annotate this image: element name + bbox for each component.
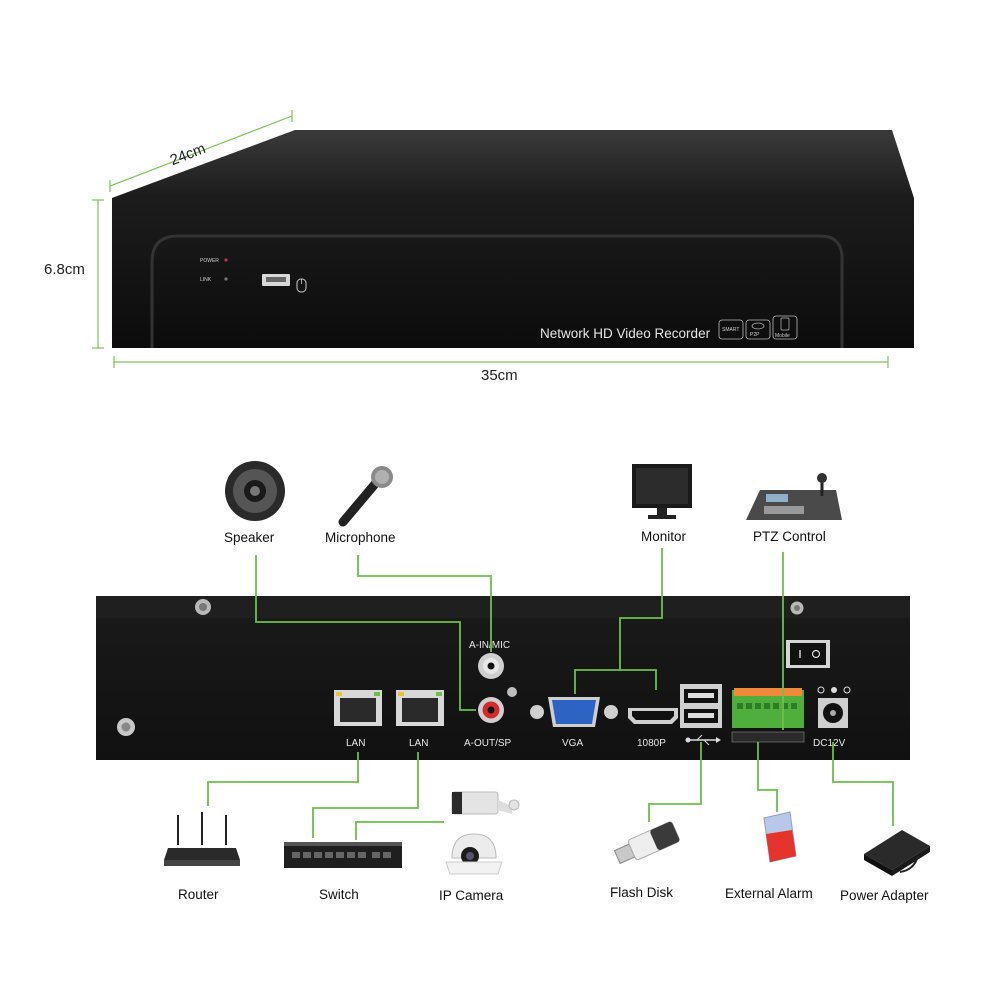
switch-wire (312, 752, 419, 838)
router-wire (207, 752, 359, 806)
audio-out-label: A-OUT/SP (464, 738, 512, 749)
ground-screw-icon (507, 687, 517, 697)
usb-ports[interactable] (680, 684, 722, 728)
vga-port[interactable] (530, 697, 618, 727)
dc-power-jack[interactable] (818, 698, 848, 728)
chassis-top (112, 130, 914, 198)
p2p-badge: P2P (745, 319, 771, 340)
hdmi-port[interactable] (628, 708, 678, 724)
dc-label: DC12V (813, 738, 846, 749)
bullet-camera-icon (451, 791, 520, 815)
external-alarm-label: External Alarm (725, 886, 813, 901)
lan-port-2[interactable] (396, 690, 444, 726)
vga-label: VGA (562, 738, 583, 749)
connection-wires (207, 548, 894, 840)
flash-disk-wire (648, 742, 702, 822)
phone-icon (780, 317, 790, 331)
front-usb-port-icon (262, 274, 290, 286)
audio-in-jack[interactable] (478, 653, 504, 679)
back-panel: LAN LAN A-IN/MIC A-OUT/SP VGA 1080P (96, 596, 910, 760)
camera-wire (355, 821, 444, 840)
switch-label: Switch (319, 887, 359, 902)
cloud-icon (751, 322, 765, 330)
power-led-label: POWER (200, 258, 219, 264)
router-label: Router (178, 887, 219, 902)
ptz-label: PTZ Control (753, 529, 826, 544)
speaker-icon (225, 461, 285, 521)
lan-port-2-label: LAN (409, 738, 428, 749)
svg-text:SMART: SMART (722, 327, 739, 333)
alarm-terminal-block[interactable] (731, 688, 805, 743)
front-panel-title: Network HD Video Recorder (540, 326, 711, 341)
front-bezel (150, 234, 844, 348)
dome-camera-icon (445, 833, 503, 875)
monitor-label: Monitor (641, 529, 687, 544)
router-icon (164, 812, 240, 866)
microphone-wire (357, 555, 492, 652)
microphone-icon (338, 466, 393, 527)
back-top-lip (96, 596, 910, 618)
network-switch-icon (284, 842, 402, 868)
ip-camera-label: IP Camera (439, 888, 504, 903)
lan-port-1[interactable] (334, 690, 382, 726)
smart-badge: SMART (718, 319, 744, 340)
width-dimension: 35cm (113, 356, 889, 384)
power-led-icon (224, 258, 228, 262)
speaker-label: Speaker (224, 530, 275, 545)
power-adapter-label: Power Adapter (840, 888, 929, 903)
link-led-icon (224, 277, 228, 281)
screw-icon (195, 599, 211, 615)
dc-polarity-icon (817, 686, 851, 694)
svg-text:P2P: P2P (750, 332, 760, 338)
audio-out-jack[interactable] (478, 697, 504, 723)
microphone-label: Microphone (325, 530, 396, 545)
screw-icon (790, 601, 804, 615)
lan-port-1-label: LAN (346, 738, 365, 749)
front-view: POWER LINK Network HD Video Recorder SMA… (44, 110, 914, 384)
audio-in-label: A-IN/MIC (469, 640, 510, 651)
speaker-wire (255, 555, 476, 711)
height-label: 6.8cm (44, 261, 85, 278)
monitor-hdmi-wire (620, 669, 657, 690)
screw-icon (117, 718, 135, 736)
link-led-label: LINK (200, 277, 212, 283)
power-switch[interactable] (786, 640, 830, 668)
ptz-controller-icon (746, 473, 842, 520)
flash-disk-label: Flash Disk (610, 885, 673, 900)
hdmi-label: 1080P (637, 738, 666, 749)
chassis-front (112, 198, 914, 348)
height-dimension: 6.8cm (44, 199, 104, 349)
mouse-icon (296, 278, 307, 293)
mobile-badge: Mobile (772, 315, 798, 340)
monitor-wire (574, 548, 663, 694)
width-label: 35cm (481, 367, 518, 384)
flash-disk-icon (613, 821, 680, 865)
svg-text:Mobile: Mobile (775, 333, 790, 339)
alarm-siren-icon (763, 811, 797, 863)
power-adapter-icon (864, 830, 930, 876)
usb-symbol-icon (685, 734, 721, 746)
monitor-icon (632, 464, 692, 519)
alarm-wire (757, 742, 778, 812)
power-adapter-wire (832, 742, 894, 826)
